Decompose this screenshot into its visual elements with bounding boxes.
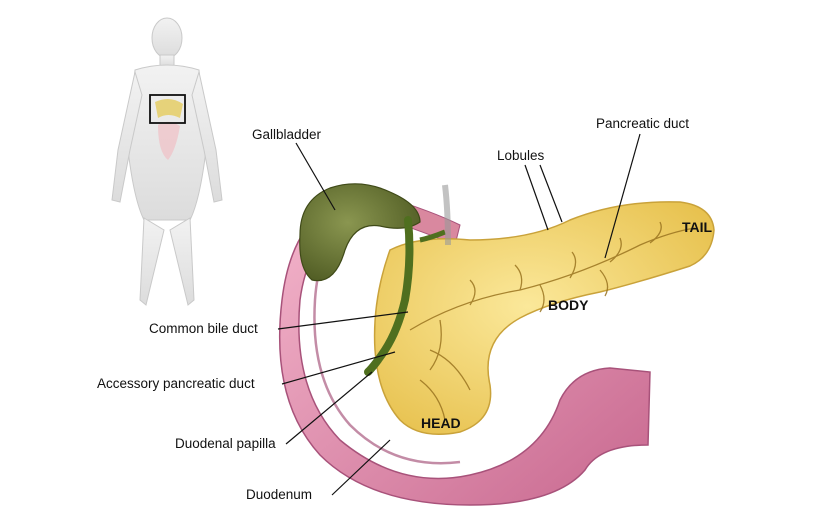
common-bile-duct-organ <box>364 216 414 376</box>
pancreatic-duct-label: Pancreatic duct <box>596 116 689 131</box>
accessory-pancreatic-duct-label: Accessory pancreatic duct <box>97 376 255 391</box>
gallbladder-organ <box>299 183 421 282</box>
common-bile-duct-label: Common bile duct <box>149 321 258 336</box>
region-body-label: BODY <box>548 297 589 313</box>
duodenum <box>278 191 651 506</box>
pancreatic-duct-network <box>409 221 696 421</box>
region-tail-label: TAIL <box>682 219 713 235</box>
duodenal-papilla-label: Duodenal papilla <box>175 436 276 451</box>
human-figure-inset <box>111 17 223 306</box>
gallbladder-label: Gallbladder <box>252 127 322 142</box>
highlight-box <box>149 94 186 124</box>
lobules-label: Lobules <box>497 148 545 163</box>
leader-lines <box>277 133 641 496</box>
pancreas <box>373 201 715 435</box>
duodenum-label: Duodenum <box>246 487 312 502</box>
region-head-label: HEAD <box>421 415 461 431</box>
